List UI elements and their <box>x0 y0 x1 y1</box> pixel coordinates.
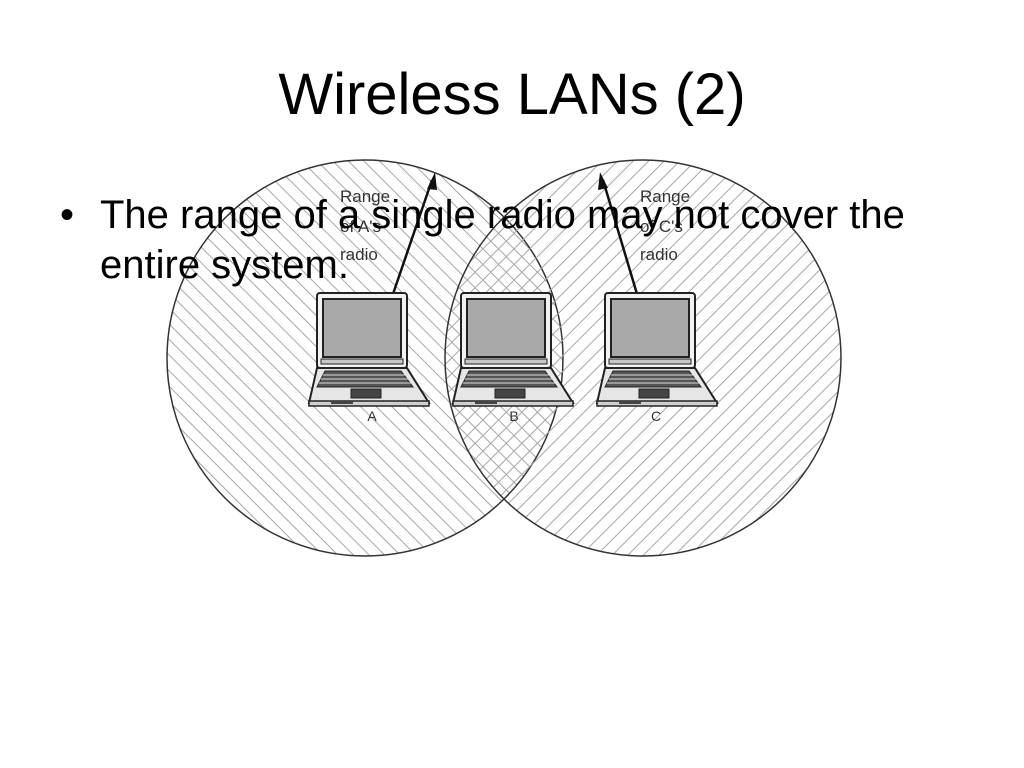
bullet-item: • The range of a single radio may not co… <box>60 190 960 290</box>
range-c-label: Range of C's radio <box>640 187 695 264</box>
bullet-list: • The range of a single radio may not co… <box>60 190 960 290</box>
laptop-label-c: C <box>651 408 661 424</box>
laptop-label-b: B <box>509 408 518 424</box>
range-arrow-icon <box>391 172 437 295</box>
bullet-text: The range of a single radio may not cove… <box>100 193 905 287</box>
range-a-label: Range of A's radio <box>340 187 395 264</box>
bullet-mark: • <box>60 193 75 237</box>
laptop-label-a: A <box>367 408 377 424</box>
slide-title: Wireless LANs (2) <box>278 62 746 127</box>
range-arrow-icon <box>598 172 639 295</box>
